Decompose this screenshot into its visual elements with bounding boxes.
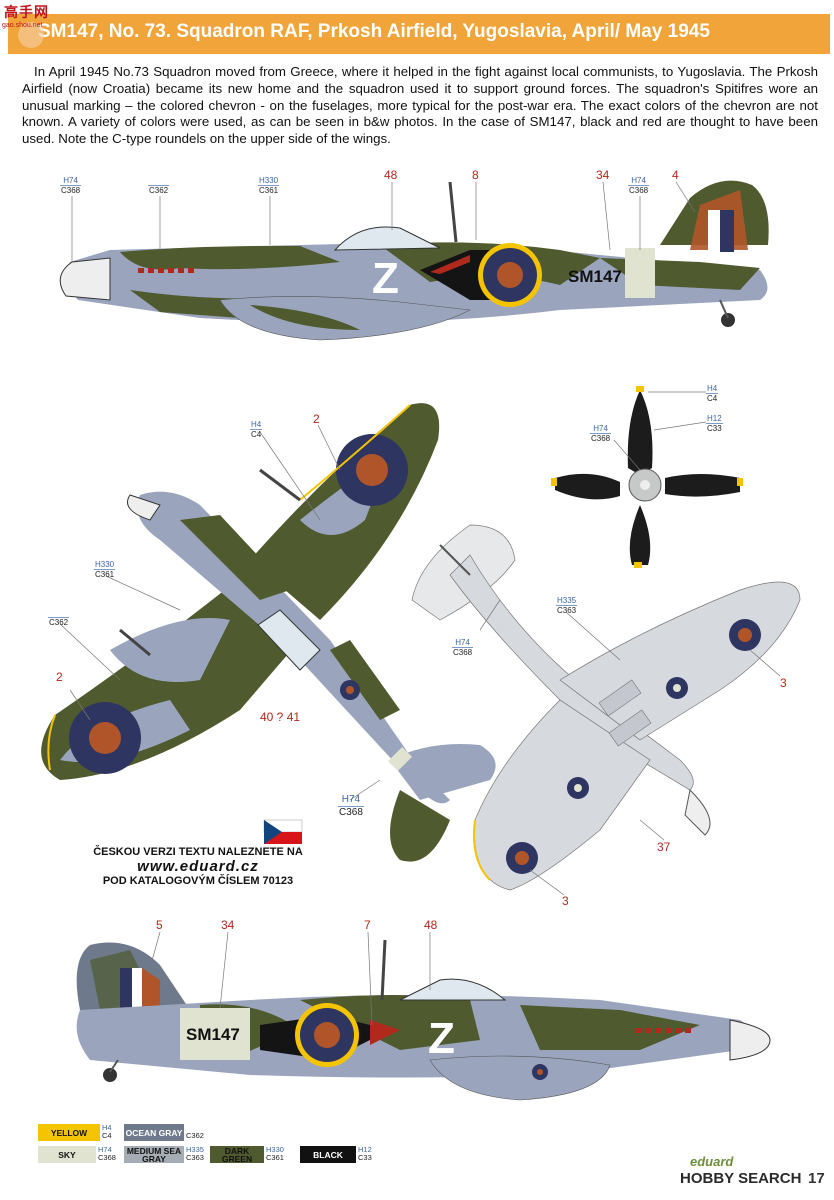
- swatch-code: C362: [186, 1131, 204, 1140]
- propeller-view: [551, 386, 743, 568]
- serial-bottom: SM147: [186, 1025, 240, 1044]
- title-banner: SM147, No. 73. Squadron RAF, Prkosh Airf…: [8, 14, 830, 54]
- code-letter-bottom: Z: [428, 1014, 455, 1063]
- marking-number: 48: [384, 168, 398, 182]
- czech-line-1: ČESKOU VERZI TEXTU NALEZNETE NA: [93, 846, 303, 858]
- page-number: 17: [808, 1170, 825, 1187]
- eduard-logo: eduard: [690, 1154, 734, 1169]
- marking-number: 40 ? 41: [260, 710, 301, 724]
- swatch-medium-sea-gray: MEDIUM SEA GRAY: [124, 1146, 184, 1163]
- callout-lines-side-top: [71, 181, 696, 262]
- czech-version-note: ČESKOU VERZI TEXTU NALEZNETE NA www.edua…: [82, 846, 314, 887]
- swatch-dark-green: DARK GREEN: [210, 1146, 264, 1163]
- marking-number: 34: [221, 918, 235, 932]
- marking-number: 48: [424, 918, 438, 932]
- callout-lines-prop: [613, 391, 707, 471]
- swatch-sky: SKY: [38, 1146, 96, 1163]
- serial-top: SM147: [568, 267, 622, 286]
- marking-number: 8: [472, 168, 479, 182]
- watermark-circle: [18, 22, 44, 48]
- marking-number: 2: [313, 412, 320, 426]
- marking-number: 7: [364, 918, 371, 932]
- callout-lines-bottom-view: [479, 599, 781, 896]
- hobby-search-logo: HOBBY SEARCH: [680, 1170, 802, 1187]
- callout-lines-top-view: [59, 424, 381, 801]
- intro-text: In April 1945 No.73 Squadron moved from …: [22, 64, 818, 147]
- callout-label: C362: [148, 176, 170, 195]
- watermark-url: gao.shou.net: [2, 22, 43, 29]
- marking-number: 5: [156, 918, 163, 932]
- marking-number: 4: [672, 168, 679, 182]
- czech-line-3: POD KATALOGOVÝM ČÍSLEM 70123: [102, 875, 294, 887]
- marking-number: 34: [596, 168, 610, 182]
- marking-number: 37: [657, 840, 671, 854]
- marking-number: 3: [562, 894, 569, 908]
- swatch-yellow: YELLOW: [38, 1124, 100, 1141]
- callout-lines-side-bottom: [147, 931, 431, 1026]
- callout-label: C362: [48, 608, 70, 627]
- marking-number: 3: [780, 676, 787, 690]
- side-view-left: [59, 180, 769, 341]
- czech-flag-icon: [263, 819, 303, 844]
- swatch-black: BLACK: [300, 1146, 356, 1163]
- marking-number: 2: [56, 670, 63, 684]
- code-letter-top: Z: [372, 254, 399, 303]
- swatch-ocean-gray: OCEAN GRAY: [124, 1124, 184, 1141]
- side-view-right: [76, 939, 771, 1101]
- czech-website-link[interactable]: www.eduard.cz: [137, 858, 259, 875]
- watermark-chars: 高手网: [4, 5, 49, 21]
- bottom-view: [411, 524, 801, 891]
- top-view: [41, 403, 496, 862]
- page-title: SM147, No. 73. Squadron RAF, Prkosh Airf…: [38, 21, 710, 42]
